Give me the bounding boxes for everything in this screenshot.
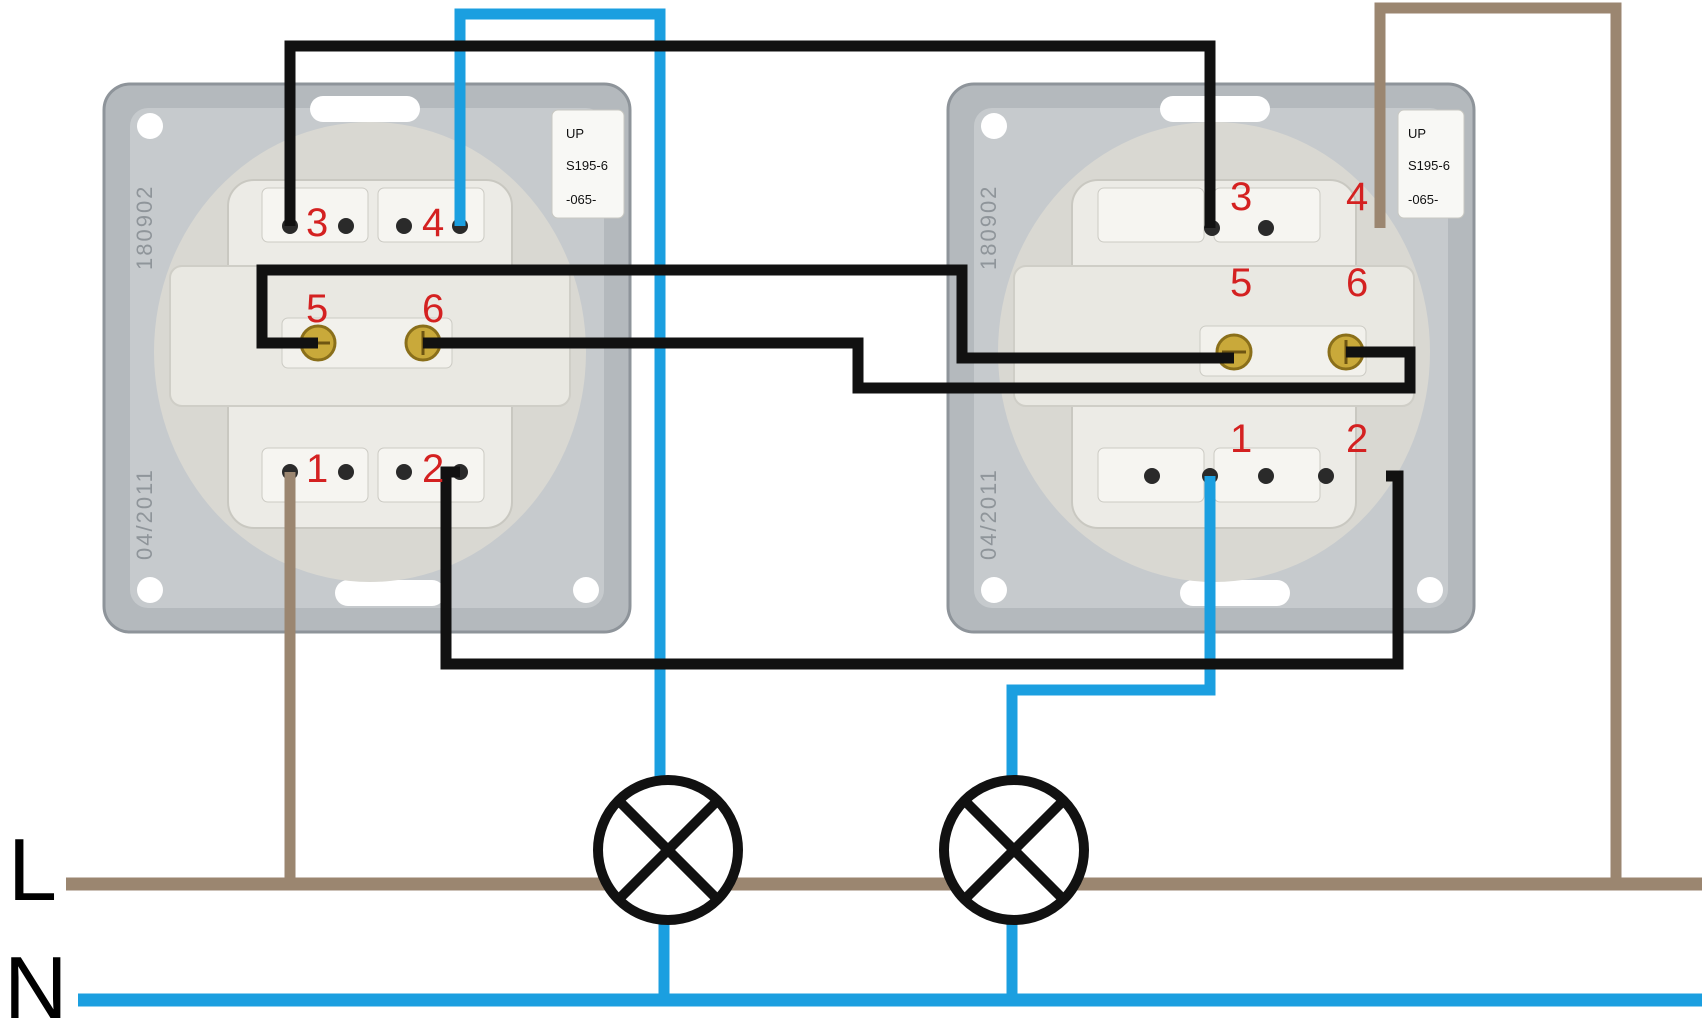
terminal-hole bbox=[1318, 468, 1334, 484]
terminal-number-4: 4 bbox=[1346, 175, 1368, 219]
terminal-number-2: 2 bbox=[1346, 417, 1368, 461]
bridge-wire-5-5 bbox=[256, 264, 1234, 364]
bridge-wire-3-3 bbox=[284, 40, 1216, 228]
stamp-bottom: 04/2011 bbox=[976, 468, 1001, 560]
terminal-hole bbox=[1258, 220, 1274, 236]
terminal-hole bbox=[396, 464, 412, 480]
terminal-block bbox=[377, 447, 485, 503]
stamp-bottom: 04/2011 bbox=[132, 468, 157, 560]
screw-hole bbox=[1417, 577, 1443, 603]
mounting-slot bbox=[335, 580, 445, 606]
lamp2-feed-wire bbox=[1006, 476, 1216, 780]
sticker-line3: -065- bbox=[1408, 192, 1438, 207]
terminal-number-6: 6 bbox=[1346, 261, 1368, 305]
sticker-line1: UP bbox=[566, 126, 584, 141]
bridge-wire-6-6 bbox=[423, 337, 1416, 394]
lamp1-feed-wire bbox=[454, 8, 666, 780]
wires bbox=[66, 2, 1702, 1007]
sticker-line2: S195-6 bbox=[566, 158, 608, 173]
lamp-2 bbox=[939, 775, 1089, 925]
mounting-slot bbox=[1180, 580, 1290, 606]
stamp-top: 180902 bbox=[976, 185, 1001, 270]
terminal-numbers-left: 3 4 5 6 1 2 bbox=[306, 201, 444, 491]
terminal-hole bbox=[1144, 468, 1160, 484]
terminal-hole bbox=[338, 218, 354, 234]
terminal-numbers-right: 3 4 5 6 1 2 bbox=[1230, 175, 1368, 461]
sticker-line1: UP bbox=[1408, 126, 1426, 141]
lamp-cross-line bbox=[615, 797, 721, 903]
terminal-hole bbox=[338, 464, 354, 480]
spec-sticker bbox=[1397, 109, 1465, 219]
spec-sticker bbox=[551, 109, 625, 219]
terminal-number-2: 2 bbox=[422, 447, 444, 491]
screw-hole bbox=[137, 113, 163, 139]
terminal-hole bbox=[1258, 468, 1274, 484]
switch-left: UP S195-6 -065- 180902 04/2011 bbox=[102, 82, 632, 634]
switch-right: UP S195-6 -065- 180902 04/2011 bbox=[946, 82, 1476, 634]
screw-hole bbox=[137, 577, 163, 603]
terminal-number-5: 5 bbox=[306, 287, 328, 331]
terminal-number-5: 5 bbox=[1230, 261, 1252, 305]
live-label: L bbox=[8, 820, 57, 919]
terminal-hole bbox=[396, 218, 412, 234]
screw-hole bbox=[981, 577, 1007, 603]
terminal-number-4: 4 bbox=[422, 201, 444, 245]
sticker-line2: S195-6 bbox=[1408, 158, 1450, 173]
screw-hole bbox=[981, 113, 1007, 139]
terminal-number-3: 3 bbox=[306, 201, 328, 245]
terminal-number-1: 1 bbox=[306, 447, 328, 491]
terminal-number-6: 6 bbox=[422, 287, 444, 331]
lamp-cross-line bbox=[961, 797, 1067, 903]
live-drop-right-switch bbox=[1374, 2, 1622, 884]
mounting-slot bbox=[310, 96, 420, 122]
terminal-block bbox=[1097, 187, 1205, 243]
terminal-number-1: 1 bbox=[1230, 417, 1252, 461]
terminal-number-3: 3 bbox=[1230, 175, 1252, 219]
neutral-label: N bbox=[4, 938, 68, 1024]
bridge-wire-2-2 bbox=[440, 466, 1404, 670]
lamp-1 bbox=[593, 775, 743, 925]
sticker-line3: -065- bbox=[566, 192, 596, 207]
stamp-top: 180902 bbox=[132, 185, 157, 270]
screw-hole bbox=[573, 577, 599, 603]
